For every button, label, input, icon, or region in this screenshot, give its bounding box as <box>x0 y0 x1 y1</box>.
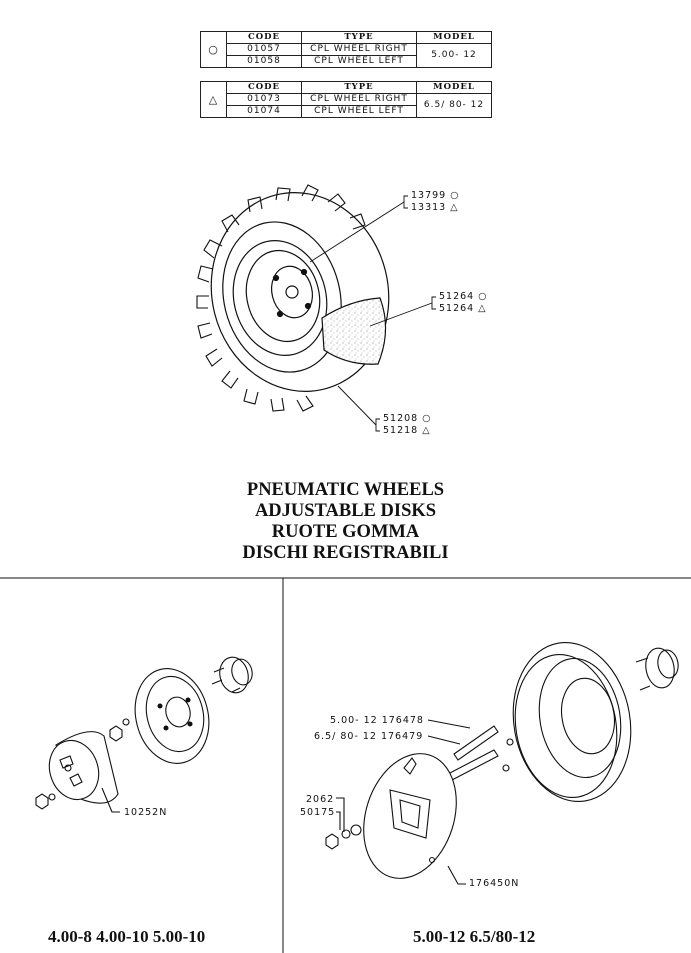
title-line-3: RUOTE GOMMA <box>271 522 420 542</box>
type-cell: CPL WHEEL LEFT <box>301 55 417 68</box>
code-cell: 01074 <box>226 105 302 118</box>
left-panel-sizes: 4.00-8 4.00-10 5.00-10 <box>48 927 206 946</box>
tire-outer <box>210 192 390 392</box>
parts-table-circle: ○ CODE TYPE MODEL 01057 CPL WHEEL RIGHT … <box>200 31 492 68</box>
part-callout: 176450N <box>469 878 520 889</box>
tread-lugs <box>196 184 366 412</box>
model-cell: 6.5/ 80- 12 <box>416 93 492 118</box>
circle-symbol: ○ <box>200 31 227 68</box>
part-callout: 5.00- 12 176478 <box>330 715 424 726</box>
drawing-title: PNEUMATIC WHEELS ADJUSTABLE DISKS RUOTE … <box>0 480 691 564</box>
part-callout: 51264 △ <box>439 303 487 314</box>
left-exploded-wheel <box>35 656 253 813</box>
type-cell: CPL WHEEL LEFT <box>301 105 417 118</box>
part-callout: 10252N <box>124 807 168 818</box>
panel-dividers <box>0 577 691 953</box>
model-cell: 5.00- 12 <box>416 43 492 68</box>
part-callout: 50175 <box>300 807 336 818</box>
triangle-symbol: △ <box>200 81 227 118</box>
part-callout: 13313 △ <box>411 202 459 213</box>
tire-inner-edge <box>222 221 342 373</box>
right-panel-sizes: 5.00-12 6.5/80-12 <box>413 927 536 946</box>
tire-assembly <box>196 184 390 412</box>
part-callout: 51208 ○ <box>383 413 432 424</box>
part-callout: 6.5/ 80- 12 176479 <box>314 731 424 742</box>
part-callout: 13799 ○ <box>411 190 460 201</box>
right-exploded-wheel <box>325 642 679 885</box>
rim-inner <box>245 249 321 343</box>
parts-table-triangle: △ CODE TYPE MODEL 01073 CPL WHEEL RIGHT … <box>200 81 492 118</box>
hub-center <box>285 285 299 299</box>
top-leader-lines <box>309 195 436 432</box>
part-callout: 51264 ○ <box>439 291 488 302</box>
rim-outer <box>232 240 328 356</box>
hub <box>271 265 313 319</box>
part-callout: 51218 △ <box>383 425 431 436</box>
title-line-4: DISCHI REGISTRABILI <box>242 543 449 563</box>
inner-tube-section <box>321 297 387 365</box>
title-line-2: ADJUSTABLE DISKS <box>254 501 437 521</box>
title-line-1: PNEUMATIC WHEELS <box>246 480 445 500</box>
part-callout: 2062 <box>306 794 335 805</box>
